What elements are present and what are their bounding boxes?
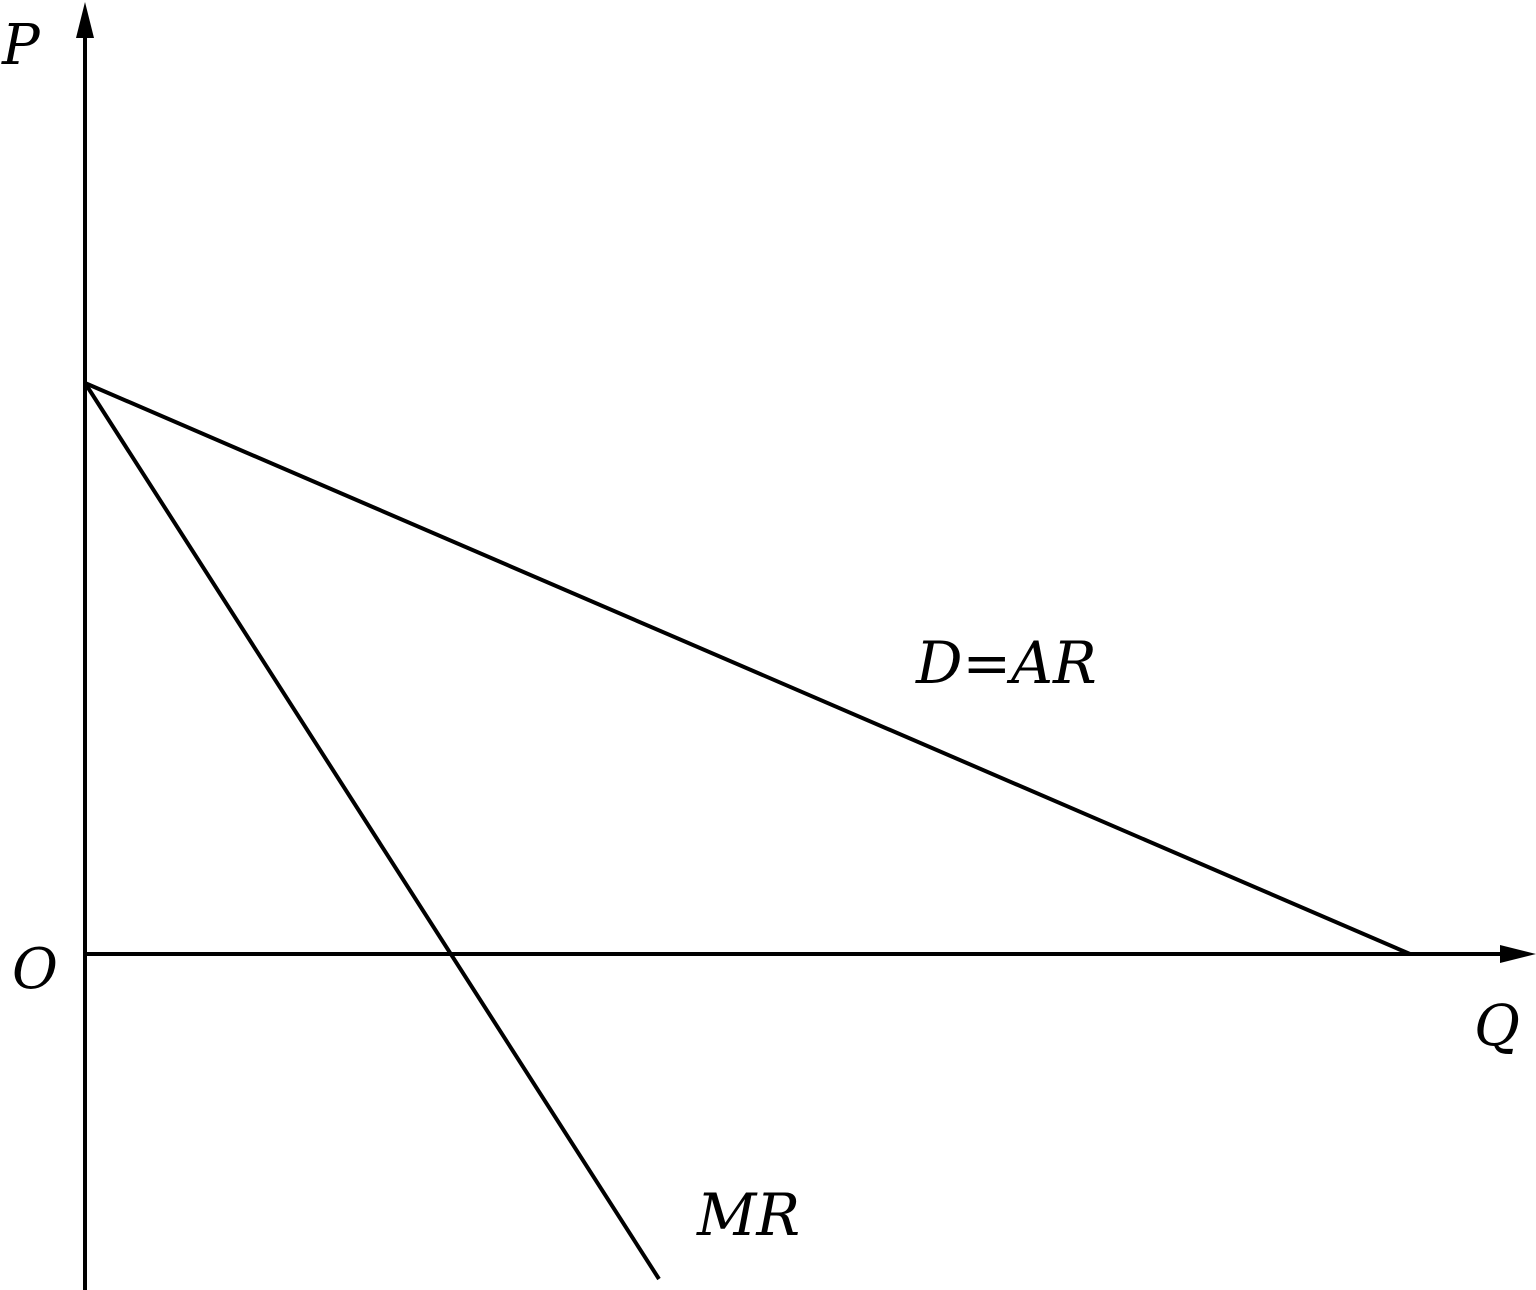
demand-curve-label: D=AR — [915, 629, 1097, 697]
x-axis-label: Q — [1474, 994, 1520, 1059]
y-axis-label: P — [1, 13, 41, 78]
marginal-revenue-label: MR — [696, 1181, 800, 1249]
origin-label: O — [12, 937, 58, 1002]
y-axis-arrow — [76, 2, 94, 38]
marginal-revenue-curve — [83, 381, 661, 1281]
demand-curve — [84, 381, 1411, 956]
x-axis-arrow — [1500, 945, 1536, 963]
